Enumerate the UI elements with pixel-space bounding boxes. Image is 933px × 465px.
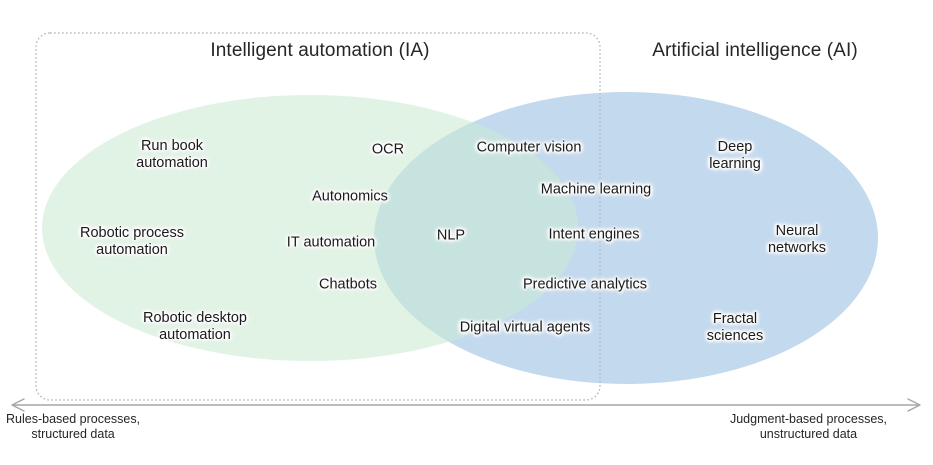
venn-item-predictive-analytics: Predictive analytics (522, 276, 648, 293)
venn-item-it-automation: IT automation (286, 234, 376, 251)
axis-caption-left: Rules-based processes, structured data (6, 412, 141, 441)
venn-item-fractal-sciences: Fractal sciences (706, 311, 764, 344)
venn-item-nlp: NLP (436, 227, 466, 244)
venn-item-ocr: OCR (371, 141, 405, 158)
venn-item-robotic-process-automation: Robotic process automation (80, 225, 184, 258)
venn-item-computer-vision: Computer vision (476, 139, 582, 156)
axis-arrow-left-icon (11, 398, 25, 412)
heading-artificial-intelligence: Artificial intelligence (AI) (652, 40, 858, 61)
venn-item-deep-learning: Deep learning (709, 139, 761, 172)
heading-intelligent-automation: Intelligent automation (IA) (210, 40, 430, 61)
venn-item-autonomics: Autonomics (312, 188, 388, 205)
axis-captions: Rules-based processes, structured data J… (0, 412, 933, 462)
venn-item-neural-networks: Neural networks (767, 223, 827, 256)
axis-caption-right: Judgment-based processes, unstructured d… (729, 412, 887, 441)
axis-arrow-right-icon (907, 398, 921, 412)
venn-item-intent-engines: Intent engines (548, 226, 640, 243)
ia-ai-overlap (374, 95, 578, 361)
venn-item-digital-virtual-agents: Digital virtual agents (459, 319, 591, 336)
ia-dotted-boundary-overlay (35, 32, 601, 401)
venn-item-robotic-desktop-automation: Robotic desktop automation (143, 310, 247, 343)
venn-item-chatbots: Chatbots (318, 276, 378, 293)
venn-item-machine-learning: Machine learning (540, 181, 652, 198)
venn-item-run-book-automation: Run book automation (136, 138, 208, 171)
